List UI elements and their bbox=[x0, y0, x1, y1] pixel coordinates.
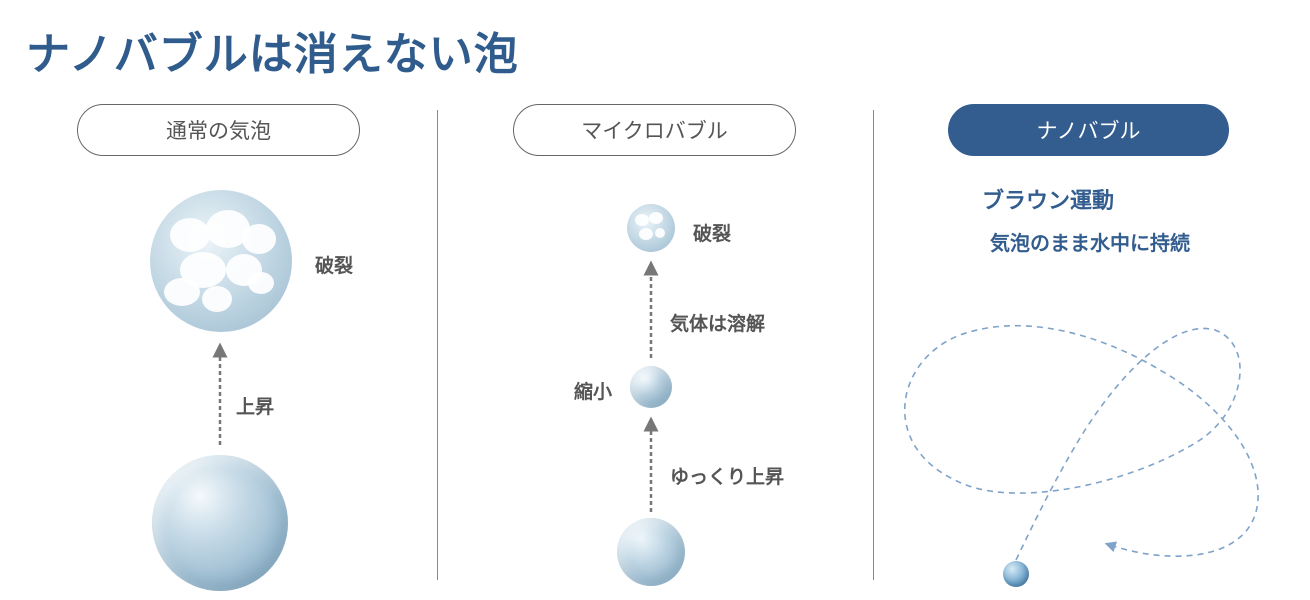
nano-bubble bbox=[1003, 561, 1029, 587]
micro-bubble bbox=[617, 518, 685, 586]
brownian-path bbox=[904, 324, 1259, 561]
micro-bursting-bubble bbox=[627, 204, 675, 252]
column-divider bbox=[873, 110, 874, 580]
page-title: ナノバブルは消えない泡 bbox=[26, 29, 519, 80]
brownian-motion-title: ブラウン運動 bbox=[981, 189, 1115, 214]
column-divider bbox=[437, 110, 438, 580]
normal-bubble-header: 通常の気泡 bbox=[77, 104, 360, 156]
nano-bubble-header: ナノバブル bbox=[948, 104, 1229, 156]
dissolve-label: 気体は溶解 bbox=[670, 313, 766, 335]
slow-rise-label: ゆっくり上昇 bbox=[670, 466, 785, 488]
micro-bubble-header: マイクロバブル bbox=[513, 104, 796, 156]
rise-label: 上昇 bbox=[236, 396, 275, 418]
burst-label: 破裂 bbox=[315, 255, 354, 277]
shrink-label: 縮小 bbox=[574, 381, 613, 403]
micro-burst-label: 破裂 bbox=[693, 223, 732, 245]
bursting-bubble bbox=[150, 190, 292, 332]
large-bubble bbox=[152, 455, 288, 591]
shrunk-bubble bbox=[630, 366, 672, 408]
brownian-motion-subtitle: 気泡のまま水中に持続 bbox=[990, 231, 1190, 255]
